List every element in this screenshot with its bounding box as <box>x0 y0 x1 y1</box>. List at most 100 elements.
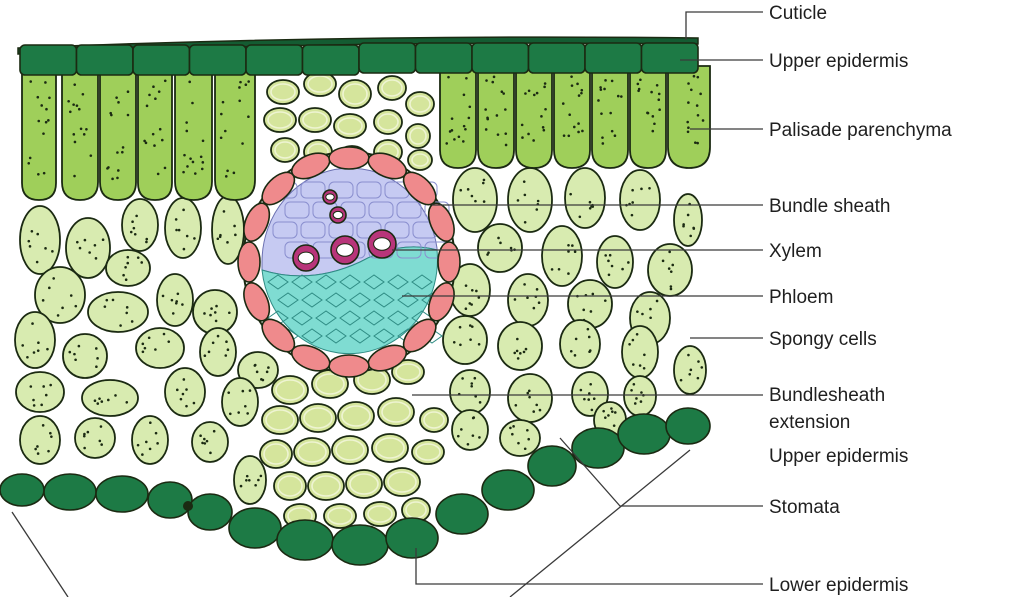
chloroplast-dot <box>542 126 545 129</box>
chloroplast-dot <box>614 411 617 414</box>
label-palisade-parenchyma: Palisade parenchyma <box>769 120 952 141</box>
chloroplast-dot <box>37 452 40 455</box>
spongy-cell <box>16 372 64 412</box>
upper-epidermis-cell <box>416 43 473 73</box>
chloroplast-dot <box>460 428 463 431</box>
chloroplast-dot <box>185 130 188 133</box>
spongy-cell <box>82 380 138 416</box>
upper-epidermis-cell <box>303 45 360 75</box>
upper-epidermis-layer <box>18 37 698 75</box>
chloroplast-dot <box>483 179 486 182</box>
chloroplast-dot <box>700 366 703 369</box>
chloroplast-dot <box>194 172 197 175</box>
spongy-cell <box>20 206 60 274</box>
chloroplast-dot <box>254 364 257 367</box>
chloroplast-dot <box>73 83 76 86</box>
spongy-cell <box>122 199 158 251</box>
spongy-cell <box>20 416 60 464</box>
chloroplast-dot <box>687 130 690 133</box>
chloroplast-dot <box>519 352 522 355</box>
upper-epidermis-cell <box>585 43 642 73</box>
chloroplast-dot <box>189 157 192 160</box>
leader-lower-left <box>12 512 68 597</box>
chloroplast-dot <box>161 139 164 142</box>
chloroplast-dot <box>100 425 103 428</box>
chloroplast-dot <box>237 411 240 414</box>
chloroplast-dot <box>537 200 540 203</box>
chloroplast-dot <box>526 296 529 299</box>
chloroplast-dot <box>40 404 43 407</box>
chloroplast-dot <box>524 221 527 224</box>
chloroplast-dot <box>563 134 566 137</box>
chloroplast-dot <box>68 351 71 354</box>
chloroplast-dot <box>163 333 166 336</box>
chloroplast-dot <box>471 289 474 292</box>
chloroplast-dot <box>149 421 152 424</box>
chloroplast-dot <box>567 244 570 247</box>
chloroplast-dot <box>532 410 535 413</box>
chloroplast-dot <box>567 272 570 275</box>
chloroplast-dot <box>233 225 236 228</box>
chloroplast-dot <box>152 133 155 136</box>
chloroplast-dot <box>37 173 40 176</box>
chloroplast-dot <box>463 125 466 128</box>
chloroplast-dot <box>634 402 637 405</box>
chloroplast-dot <box>204 354 207 357</box>
chloroplast-dot <box>192 161 195 164</box>
chloroplast-dot <box>689 235 692 238</box>
chloroplast-dot <box>94 399 97 402</box>
chloroplast-dot <box>204 442 207 445</box>
chloroplast-dot <box>254 484 257 487</box>
chloroplast-dot <box>611 80 614 83</box>
chloroplast-dot <box>102 238 105 241</box>
spongy-cell <box>106 250 150 286</box>
chloroplast-dot <box>226 241 229 244</box>
chloroplast-dot <box>668 267 671 270</box>
chloroplast-dot <box>37 349 40 352</box>
chloroplast-dot <box>468 105 471 108</box>
chloroplast-dot <box>42 385 45 388</box>
chloroplast-dot <box>604 79 607 82</box>
chloroplast-dot <box>648 187 651 190</box>
chloroplast-dot <box>533 307 536 310</box>
chloroplast-dot <box>47 450 50 453</box>
spongy-cell <box>674 194 702 246</box>
chloroplast-dot <box>155 432 158 435</box>
chloroplast-dot <box>240 485 243 488</box>
chloroplast-dot <box>131 320 134 323</box>
spongy-cell <box>222 378 258 426</box>
chloroplast-dot <box>690 369 693 372</box>
label-bundlesheath-extension-line1: Bundlesheath <box>769 385 885 406</box>
label-upper-epidermis: Upper epidermis <box>769 51 908 72</box>
chloroplast-dot <box>696 142 699 145</box>
chloroplast-dot <box>105 299 108 302</box>
chloroplast-dot <box>144 347 147 350</box>
palisade-cell <box>22 70 56 200</box>
chloroplast-dot <box>551 268 554 271</box>
lower-epidermis-cell <box>528 446 576 486</box>
chloroplast-dot <box>256 371 259 374</box>
chloroplast-dot <box>656 84 659 87</box>
chloroplast-dot <box>116 151 119 154</box>
upper-epidermis-cell <box>20 45 77 75</box>
chloroplast-dot <box>514 298 517 301</box>
chloroplast-dot <box>156 442 159 445</box>
label-upper-epidermis-2: Upper epidermis <box>769 446 908 467</box>
chloroplast-dot <box>464 128 467 131</box>
chloroplast-dot <box>603 88 606 91</box>
leader-cuticle <box>686 12 763 40</box>
chloroplast-dot <box>570 75 573 78</box>
chloroplast-dot <box>180 398 183 401</box>
chloroplast-dot <box>200 155 203 158</box>
lower-epidermis-cell <box>0 474 44 506</box>
chloroplast-dot <box>657 98 660 101</box>
chloroplast-dot <box>94 244 97 247</box>
chloroplast-dot <box>611 265 614 268</box>
chloroplast-dot <box>149 448 152 451</box>
chloroplast-dot <box>247 115 250 118</box>
chloroplast-dot <box>74 305 77 308</box>
palisade-cell <box>440 66 476 168</box>
chloroplast-dot <box>229 412 232 415</box>
chloroplast-dot <box>617 95 620 98</box>
